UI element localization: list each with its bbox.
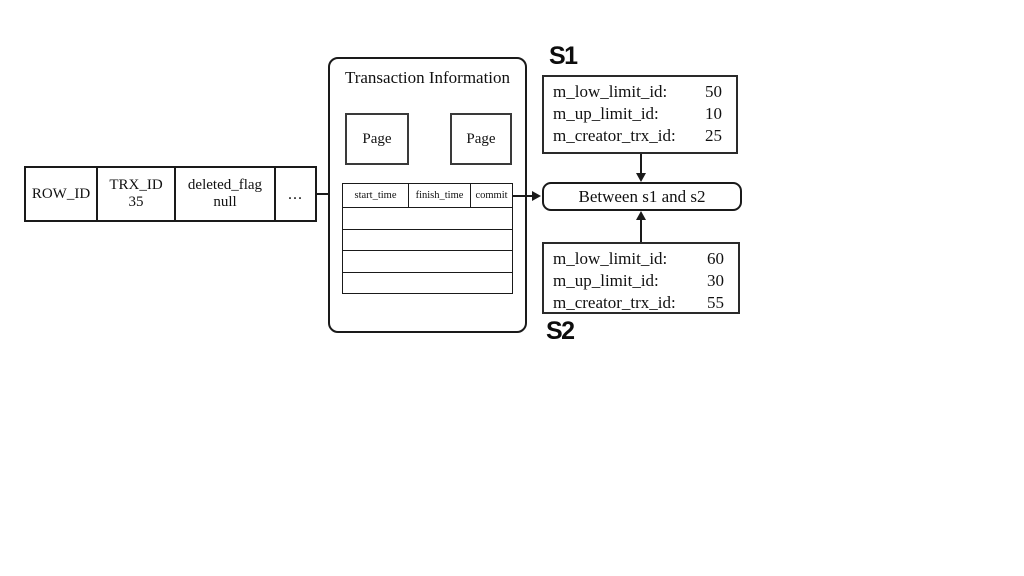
deleted-flag-value: null [213,194,237,210]
header-start-time: start_time [343,184,409,207]
s1-creator-trx-value: 25 [705,126,722,145]
transaction-info-title: Transaction Information [344,68,511,87]
transaction-time-table: start_time finish_time commit [342,183,513,294]
rowid-label: ROW_ID [31,185,91,202]
s1-row-low-limit: m_low_limit_id: 50 [553,81,722,103]
trxid-value: 35 [128,194,144,210]
page-box-left: Page [345,113,409,165]
s2-creator-trx-key: m_creator_trx_id: [553,293,676,312]
trxid-label: TRX_ID [109,177,163,193]
s1-low-limit-key: m_low_limit_id: [553,82,668,101]
row-record-cell-trxid: TRX_ID 35 [98,168,176,220]
s1-low-limit-value: 50 [705,82,722,101]
s2-row-low-limit: m_low_limit_id: 60 [553,248,724,270]
time-table-empty-row [343,273,512,294]
header-finish-time: finish_time [409,184,471,207]
time-table-header-row: start_time finish_time commit [343,184,512,208]
page-right-label: Page [466,130,496,147]
arrow-record-to-txinfo-line [317,193,335,195]
s1-up-limit-key: m_up_limit_id: [553,104,659,123]
time-table-empty-row [343,208,512,230]
between-label: Between s1 and s2 [578,186,706,206]
arrow-right-icon [532,191,541,201]
page-left-label: Page [362,130,392,147]
row-record-table: ROW_ID TRX_ID 35 deleted_flag null ... [24,166,317,222]
arrow-down-icon [636,173,646,182]
s1-row-up-limit: m_up_limit_id: 10 [553,103,722,125]
snapshot-s2-label: S2 [546,317,575,345]
s2-up-limit-key: m_up_limit_id: [553,271,659,290]
arrow-up-icon [636,211,646,220]
readview-s1-box: m_low_limit_id: 50 m_up_limit_id: 10 m_c… [542,75,738,154]
arrow-s1-to-between-line [640,154,642,175]
readview-s2-box: m_low_limit_id: 60 m_up_limit_id: 30 m_c… [542,242,740,314]
s1-up-limit-value: 10 [705,104,722,123]
snapshot-s1-label: S1 [549,42,578,70]
s2-low-limit-key: m_low_limit_id: [553,249,668,268]
page-box-right: Page [450,113,512,165]
header-commit: commit [475,190,508,201]
between-s1-s2-box: Between s1 and s2 [542,182,742,211]
s2-low-limit-value: 60 [707,249,724,268]
arrow-s2-to-between-line [640,219,642,242]
s2-row-creator-trx: m_creator_trx_id: 55 [553,292,724,314]
deleted-flag-label: deleted_flag [187,177,263,193]
s2-creator-trx-value: 55 [707,293,724,312]
row-record-cell-rowid: ROW_ID [26,168,98,220]
s1-row-creator-trx: m_creator_trx_id: 25 [553,125,722,147]
s1-creator-trx-key: m_creator_trx_id: [553,126,676,145]
time-table-empty-row [343,230,512,251]
ellipsis-label: ... [288,185,303,203]
s2-up-limit-value: 30 [707,271,724,290]
time-table-empty-row [343,251,512,273]
s2-row-up-limit: m_up_limit_id: 30 [553,270,724,292]
row-record-cell-deleted-flag: deleted_flag null [176,168,276,220]
arrow-txinfo-to-between-line [512,195,534,197]
row-record-cell-ellipsis: ... [276,168,315,220]
